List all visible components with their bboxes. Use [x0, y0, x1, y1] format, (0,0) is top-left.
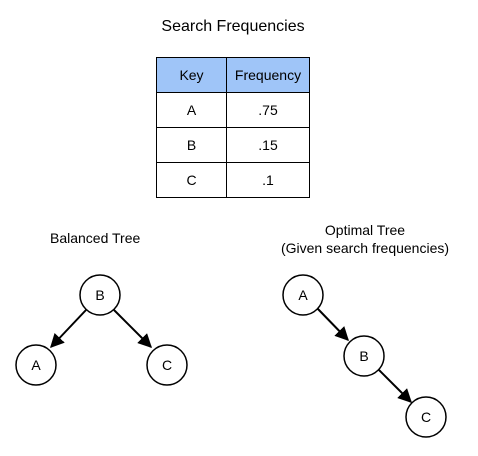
node-label: A — [298, 287, 308, 303]
table-row: A .75 — [156, 92, 310, 128]
optimal-tree-title: Optimal Tree (Given search frequencies) — [270, 221, 460, 257]
optimal-tree-title-line2: (Given search frequencies) — [280, 240, 450, 256]
frequency-table: Key Frequency A .75 B .15 C .1 — [156, 57, 310, 198]
balanced-node-b: B — [79, 274, 121, 316]
balanced-node-a: A — [15, 344, 57, 386]
node-label: C — [421, 409, 431, 425]
table-row: B .15 — [156, 127, 310, 163]
node-label: A — [31, 357, 41, 373]
cell-frequency: .15 — [226, 127, 310, 163]
table-row: C .1 — [156, 162, 310, 198]
header-frequency: Frequency — [226, 57, 310, 93]
cell-frequency: .75 — [226, 92, 310, 128]
node-label: C — [162, 357, 172, 373]
optimal-node-c: C — [405, 396, 447, 438]
node-label: B — [95, 287, 104, 303]
table-header-row: Key Frequency — [156, 57, 310, 93]
edge-a-b — [316, 307, 349, 342]
edge-b-c — [378, 369, 412, 403]
optimal-tree-title-line1: Optimal Tree — [324, 222, 406, 238]
node-label: B — [359, 348, 368, 364]
edge-b-a — [50, 309, 87, 349]
cell-key: B — [156, 127, 227, 163]
optimal-node-b: B — [343, 335, 385, 377]
balanced-tree-title: Balanced Tree — [50, 230, 141, 246]
balanced-node-c: C — [146, 344, 188, 386]
optimal-node-a: A — [282, 274, 324, 316]
cell-key: C — [156, 162, 227, 198]
table-title: Search Frequencies — [161, 18, 305, 35]
edge-b-c — [113, 309, 152, 348]
cell-frequency: .1 — [226, 162, 310, 198]
